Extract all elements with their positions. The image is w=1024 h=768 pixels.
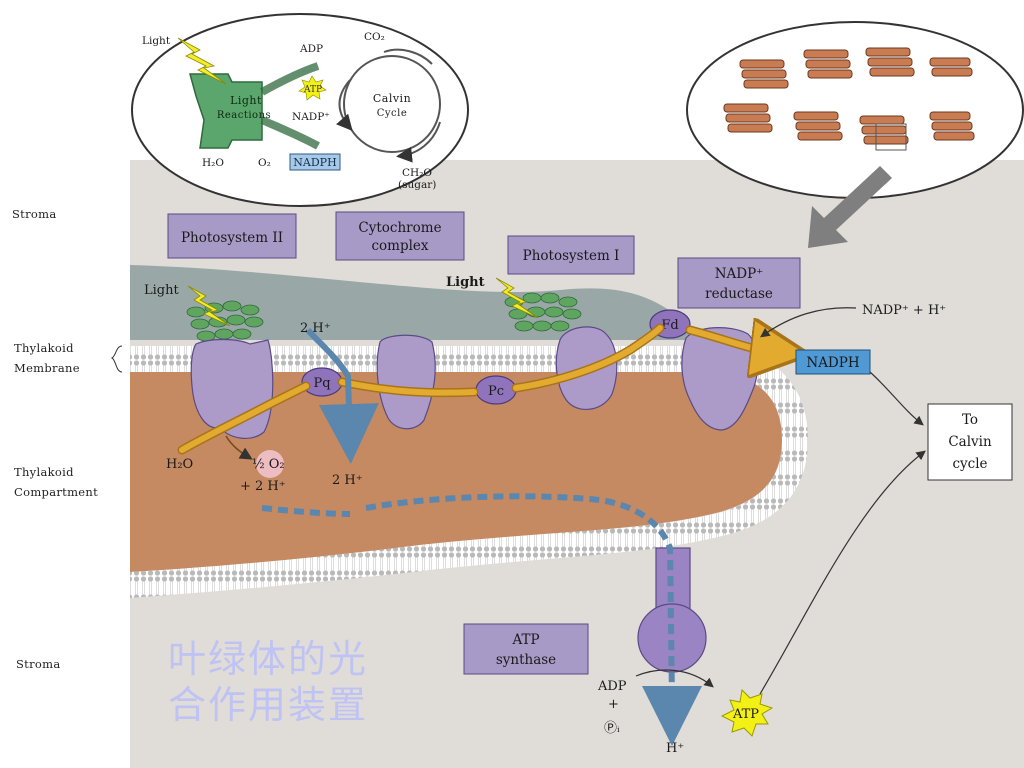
nadp-plus-h-label: NADP⁺ + H⁺: [862, 303, 946, 318]
nadp-reductase-label: NADP⁺: [715, 266, 764, 282]
light-bolt-right-icon: [495, 277, 539, 319]
to-calvin-label: To: [962, 412, 978, 428]
watermark-text: 叶绿体的光 合作用装置: [168, 636, 408, 728]
proton-top-arrow: [305, 328, 379, 464]
photosystem-ii-label: Photosystem II: [181, 230, 283, 246]
fd-label: Fd: [661, 318, 678, 333]
nadp-reductase-label-2: reductase: [705, 286, 773, 302]
to-calvin-label-2: Calvin: [948, 434, 992, 450]
atp-synthase-label-2: synthase: [496, 652, 556, 668]
thylakoid-compartment-label: Thylakoid: [14, 465, 74, 479]
light-bolt-icon: [177, 37, 227, 85]
inset-h2o-label: H₂O: [202, 157, 224, 169]
pc-label: Pc: [488, 384, 504, 399]
inset-atp-label: ATP: [303, 85, 322, 95]
inset-adp-label: ADP: [299, 43, 323, 55]
inset-nadph-box: [289, 153, 341, 171]
adp-label: ADP: [597, 679, 627, 694]
atp-synthase-box: [463, 623, 589, 675]
half-o2-label: ½ O₂: [252, 457, 285, 472]
nadph-box: [795, 349, 871, 375]
chlorophyll-cluster-psii: [186, 300, 264, 342]
inset-cycle-label: Cycle: [377, 108, 408, 119]
adp-to-atp-arrow: [635, 669, 714, 688]
cytochrome-box: [335, 211, 465, 261]
chlorophyll-cluster-psi: [504, 292, 582, 332]
thylakoid-lumen: [130, 372, 782, 572]
two-h-inner-label: 2 H⁺: [332, 473, 363, 488]
photosystem-i-label: Photosystem I: [523, 248, 620, 264]
thylakoid-membrane-curve: [700, 346, 808, 534]
inset-o2-label: O₂: [258, 157, 271, 169]
atp-star-icon: [720, 688, 774, 737]
plus-two-h-label: + 2 H⁺: [240, 479, 286, 494]
nadph-to-calvin-arrow: [869, 371, 924, 426]
inset-sugar-label: (sugar): [398, 179, 436, 191]
stroma-top-label: Stroma: [12, 207, 56, 221]
photosystem-ii-box: [167, 213, 297, 259]
calvin-cycle-circle: [343, 55, 441, 153]
inset-co2-label: CO₂: [364, 31, 385, 43]
chloroplast-overview: [131, 13, 469, 207]
light-bolt-left-icon: [187, 285, 231, 327]
inset-light-reactions-label-2: Reactions: [217, 110, 271, 121]
nadp-reductase-protein: [681, 327, 759, 431]
zoom-region-box: [875, 123, 907, 151]
two-h-top-label: 2 H⁺: [300, 321, 331, 336]
thylakoid-membrane-bottom: [130, 512, 730, 598]
cytochrome-label-2: complex: [371, 238, 428, 254]
thylakoid-membrane-label-2: Membrane: [14, 361, 80, 375]
atp-to-calvin-arrow: [759, 450, 926, 695]
light-left-label: Light: [144, 283, 179, 298]
inset-nadph-label: NADPH: [293, 156, 336, 169]
cytochrome-label: Cytochrome: [358, 220, 441, 236]
to-calvin-box: [927, 403, 1013, 481]
nadp-input-arrow: [760, 307, 857, 338]
inset-ch2o-label: CH₂O: [402, 167, 432, 179]
watermark-line-2: 合作用装置: [168, 683, 369, 727]
zoom-arrow: [808, 166, 892, 248]
grana-stacks: [723, 47, 975, 145]
watermark-line-1: 叶绿体的光: [168, 637, 369, 681]
inset-nadp-label: NADP⁺: [292, 111, 330, 123]
plus-label: +: [608, 697, 619, 712]
atp-label: ATP: [732, 707, 759, 722]
light-right-label: Light: [446, 275, 485, 290]
atp-synthase-label: ATP: [511, 632, 539, 648]
thylakoid-compartment-label-2: Compartment: [14, 485, 98, 499]
inset-light-label: Light: [142, 35, 171, 47]
atp-synthase-head: [637, 603, 707, 673]
nadp-reductase-box: [677, 257, 801, 309]
thylakoid-membrane-label: Thylakoid: [14, 341, 74, 355]
cytochrome-protein: [376, 334, 436, 430]
proton-lumen-flow: [261, 493, 675, 701]
h2o-label: H₂O: [166, 457, 193, 472]
pi-label: Ⓟᵢ: [604, 721, 620, 736]
light-reactions-block: [189, 73, 263, 149]
nadph-label: NADPH: [806, 355, 859, 371]
inset-calvin-label: Calvin: [373, 92, 411, 105]
inset-atp-star-icon: [298, 75, 327, 101]
pq-label: Pq: [313, 376, 330, 391]
to-calvin-label-3: cycle: [952, 456, 987, 472]
photosystem-i-box: [507, 235, 635, 275]
h-plus-bottom-label: H⁺: [666, 741, 684, 756]
inset-light-reactions-label: Light: [230, 94, 262, 107]
oxygen-bubble: [256, 450, 284, 478]
stroma-bottom-label: Stroma: [16, 657, 60, 671]
